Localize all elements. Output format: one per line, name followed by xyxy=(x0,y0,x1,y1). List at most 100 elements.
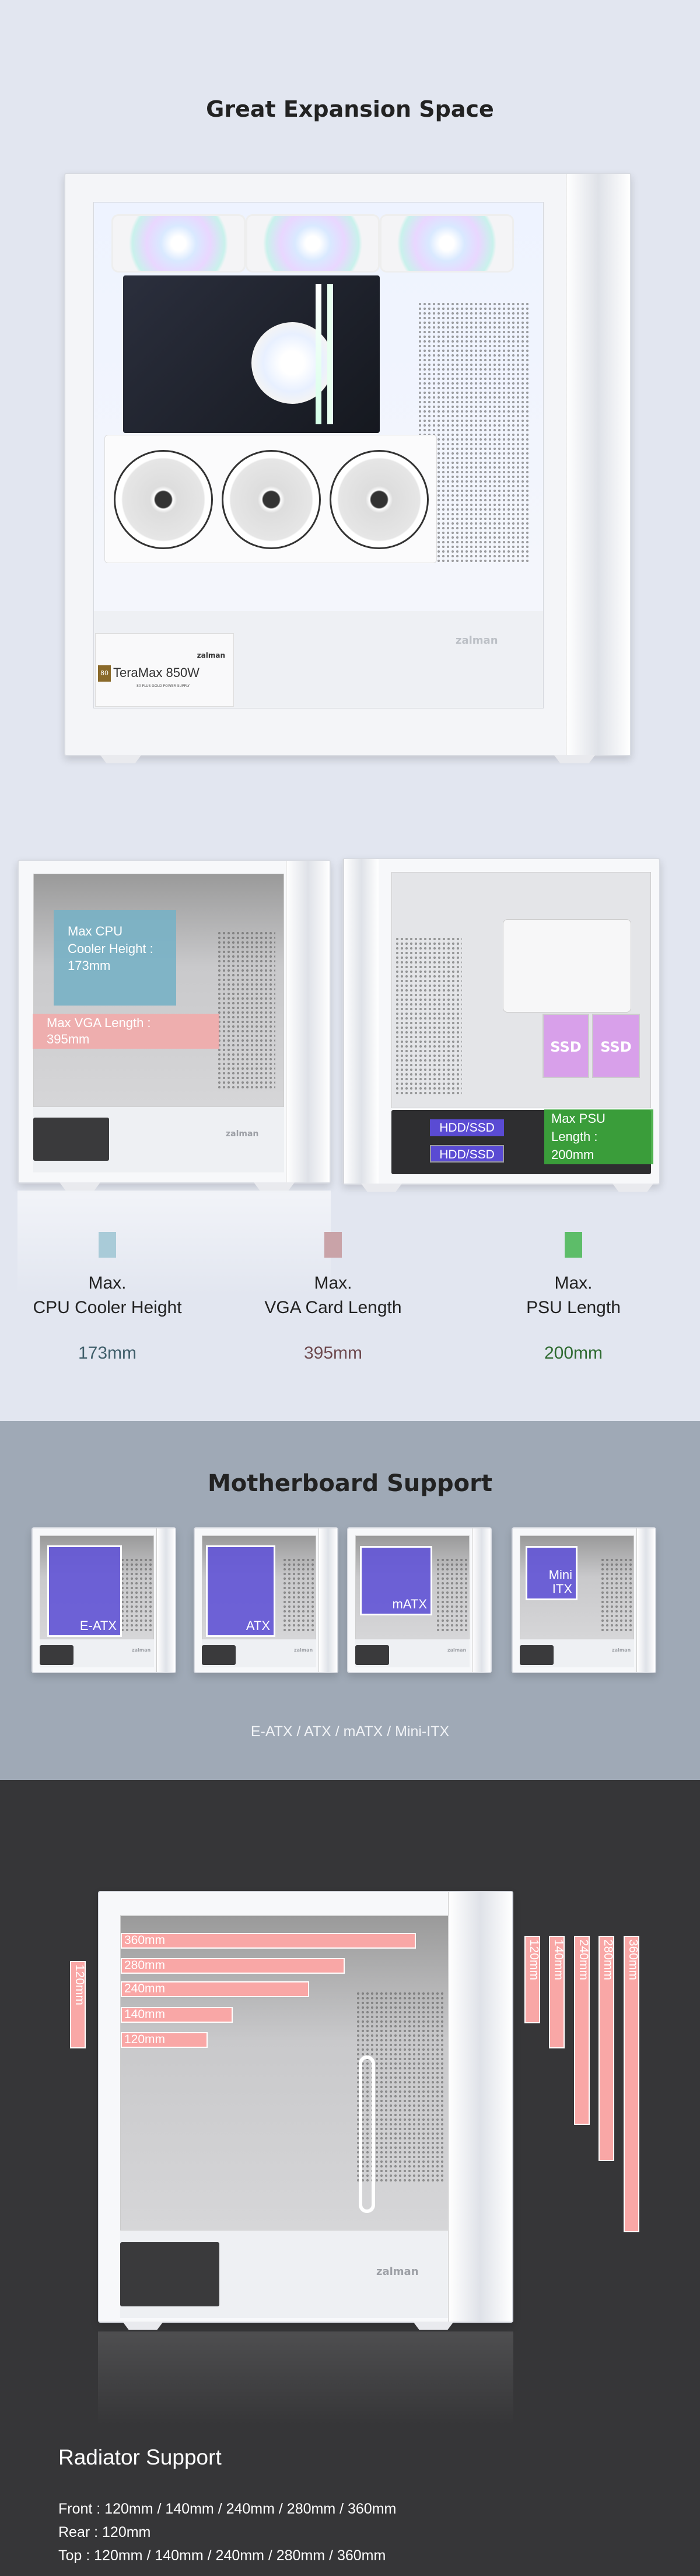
mesh-panel xyxy=(600,1558,632,1633)
front-radiator-bar: 240mm xyxy=(574,1936,590,2125)
front-radiator-label: 360mm xyxy=(626,1939,640,1981)
front-panel xyxy=(286,861,330,1182)
top-radiator-bar: 240mm xyxy=(121,1981,309,1997)
motherboard xyxy=(123,275,380,433)
section-title: Great Expansion Space xyxy=(206,96,494,122)
rear-radiator-label: 120mm xyxy=(73,1964,86,2006)
glass-window: zalman 80 TeraMax 850W 80 PLUS GOLD POWE… xyxy=(93,202,544,708)
section-title: Radiator Support xyxy=(58,2445,222,2469)
mesh-panel xyxy=(436,1558,468,1633)
legend-swatch xyxy=(99,1232,116,1258)
hdd-bay: HDD/SSD xyxy=(430,1119,504,1136)
psu-model: TeraMax 850W xyxy=(113,665,200,680)
front-radiator-label: 120mm xyxy=(527,1939,541,1981)
case-logo: zalman xyxy=(456,634,498,647)
form-factor-label: mATX xyxy=(392,1596,427,1611)
front-panel xyxy=(318,1528,337,1672)
legend-label-line1: Max. xyxy=(88,1273,127,1293)
mesh-panel xyxy=(395,937,462,1094)
front-radiator-label: 140mm xyxy=(552,1939,565,1981)
top-fan xyxy=(111,214,246,273)
front-radiator-bar: 360mm xyxy=(624,1936,640,2232)
legend-label-line2: PSU Length xyxy=(526,1298,621,1317)
cpu-cutout xyxy=(503,919,631,1013)
legend-label: Max. VGA Card Length xyxy=(228,1271,438,1320)
psu-subtitle: 80 PLUS GOLD POWER SUPPLY xyxy=(136,684,190,688)
case-foot xyxy=(554,755,595,763)
psu-label-line: 200mm xyxy=(551,1147,594,1162)
case-logo: zalman xyxy=(226,1129,259,1139)
case-foot xyxy=(361,1184,402,1192)
case-logo: zalman xyxy=(132,1647,151,1653)
cpu-label-line: 173mm xyxy=(68,958,111,973)
form-factor-label: Mini xyxy=(548,1567,572,1582)
psu-cutout xyxy=(33,1118,109,1161)
legend-swatch xyxy=(324,1232,342,1258)
case-reflection xyxy=(98,2331,513,2425)
case-logo: zalman xyxy=(612,1647,631,1653)
vga-label-line: 395mm xyxy=(47,1032,90,1046)
psu-cutout xyxy=(202,1645,236,1665)
80plus-badge: 80 xyxy=(98,665,111,682)
top-fan xyxy=(246,214,380,273)
ram-sticks xyxy=(316,284,321,424)
legend-label: Max. PSU Length xyxy=(468,1271,678,1320)
motherboard-case-image: zalman E-ATX xyxy=(32,1527,176,1673)
cable-grommet xyxy=(359,2055,375,2213)
graphics-card xyxy=(104,435,437,563)
gpu-fan xyxy=(222,450,321,549)
motherboard-area-2: mATX xyxy=(360,1546,432,1615)
top-radiator-bar: 280mm xyxy=(121,1958,345,1974)
psu-cutout xyxy=(355,1645,389,1665)
psu-cutout xyxy=(520,1645,554,1665)
top-radiator-bar: 120mm xyxy=(121,2032,208,2048)
section-title: Motherboard Support xyxy=(207,1470,492,1497)
psu-length-box: Max PSU Length : 200mm xyxy=(544,1109,653,1164)
legend-value: 395mm xyxy=(303,1343,363,1363)
form-factor-label: ITX xyxy=(552,1581,572,1596)
motherboard-area-0: E-ATX xyxy=(47,1545,122,1637)
case-logo: zalman xyxy=(376,2266,419,2278)
ssd-bay: SSD xyxy=(542,1014,589,1078)
psu-label-line: Max PSU xyxy=(551,1111,606,1126)
spec-front: Front : 120mm / 140mm / 240mm / 280mm / … xyxy=(58,2501,397,2517)
front-panel xyxy=(448,1892,512,2322)
front-panel xyxy=(566,174,630,755)
form-factor-label: ATX xyxy=(246,1618,270,1633)
form-factor-label: E-ATX xyxy=(79,1618,117,1633)
cpu-label-line: Cooler Height : xyxy=(68,941,153,956)
hero-case-image: zalman 80 TeraMax 850W 80 PLUS GOLD POWE… xyxy=(64,173,631,763)
rear-panel xyxy=(344,859,379,1184)
cpu-label-line: Max CPU xyxy=(68,924,123,938)
legend-label-line1: Max. xyxy=(554,1273,593,1293)
motherboard-area-1: ATX xyxy=(206,1545,275,1637)
front-radiator-bar: 280mm xyxy=(598,1936,615,2161)
case-logo: zalman xyxy=(294,1647,313,1653)
cpu-cooler-height-box: Max CPU Cooler Height : 173mm xyxy=(54,910,176,1006)
top-radiator-bar: 360mm xyxy=(121,1933,416,1949)
legend-label: Max. CPU Cooler Height xyxy=(2,1271,212,1320)
front-radiator-bar: 140mm xyxy=(549,1936,565,2048)
spec-rear: Rear : 120mm xyxy=(58,2524,151,2540)
case-foot xyxy=(413,2322,454,2330)
spec-top: Top : 120mm / 140mm / 240mm / 280mm / 36… xyxy=(58,2547,386,2564)
legend-label-line2: VGA Card Length xyxy=(264,1298,402,1317)
top-fan xyxy=(380,214,514,273)
motherboard-case-image: zalman mATX xyxy=(347,1527,492,1673)
legend-value: 173mm xyxy=(78,1343,137,1363)
hdd-bay: HDD/SSD xyxy=(430,1145,504,1163)
front-panel xyxy=(472,1528,491,1672)
radiator-section: zalman 360mm 280mm 240mm 140mm 120mm 120mm 120… xyxy=(0,1780,700,2576)
mesh-panel xyxy=(120,1558,152,1633)
front-panel xyxy=(156,1528,175,1672)
ssd-bay: SSD xyxy=(592,1014,640,1078)
legend-label-line1: Max. xyxy=(314,1273,352,1293)
front-radiator-label: 280mm xyxy=(601,1939,615,1981)
front-radiator-bar: 120mm xyxy=(524,1936,541,2023)
vga-label-line: Max VGA Length : xyxy=(47,1015,151,1030)
top-radiator-bar: 140mm xyxy=(121,2007,233,2023)
legend-label-line2: CPU Cooler Height xyxy=(33,1298,182,1317)
case-foot xyxy=(100,755,141,763)
